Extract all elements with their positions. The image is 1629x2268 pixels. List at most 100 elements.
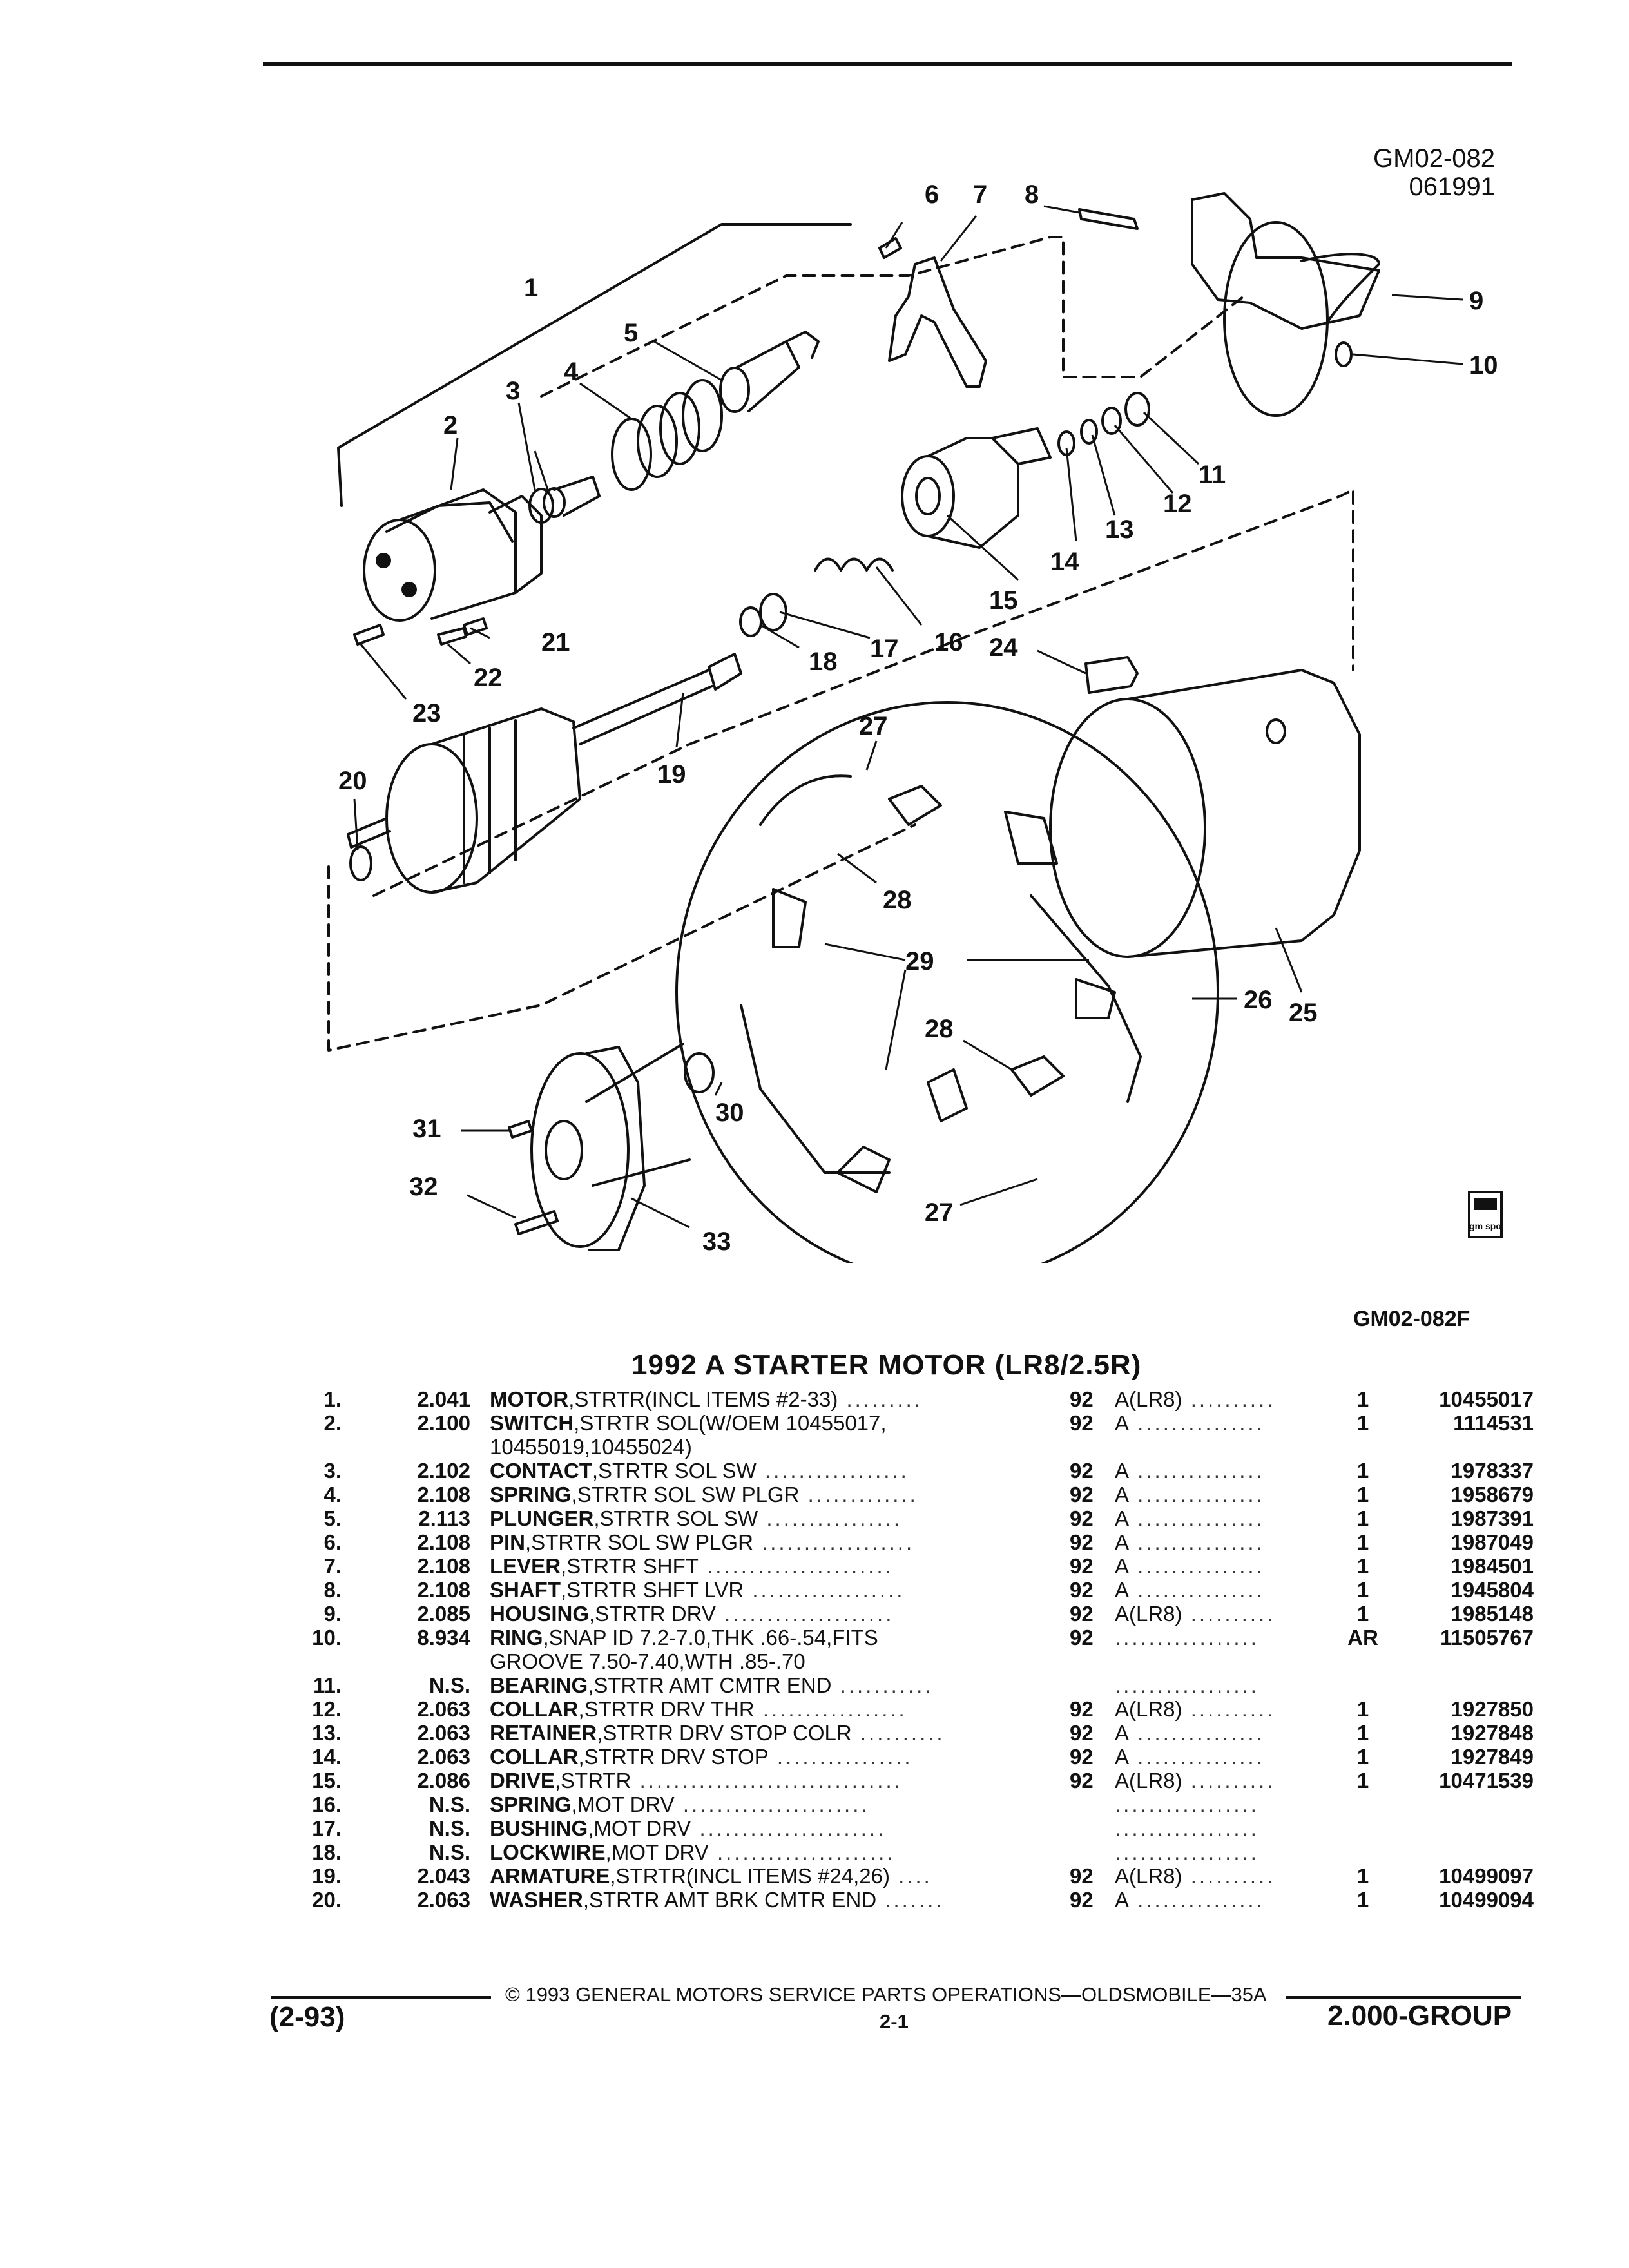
model-year: 92 — [1070, 1554, 1094, 1578]
item-number: 18. — [312, 1840, 342, 1864]
callout-16: 16 — [934, 628, 963, 657]
part-description: CONTACT,STRTR SOL SW ................. — [490, 1459, 1250, 1483]
group-code: 2.000-GROUP — [1327, 2000, 1512, 2032]
field-frame-drawing — [1049, 669, 1361, 958]
leader-dots: ............... — [1129, 1459, 1265, 1483]
model-application: A ............... — [1115, 1483, 1327, 1506]
solenoid-switch-drawing — [363, 488, 543, 622]
leader-dots: ................. — [756, 1459, 909, 1483]
quantity: 1 — [1356, 1697, 1369, 1721]
callout-1: 1 — [524, 274, 538, 302]
model-year: 92 — [1070, 1578, 1094, 1602]
model-application: A(LR8) .......... — [1115, 1387, 1327, 1411]
quantity: 1 — [1356, 1602, 1369, 1626]
group-number: 8.934 — [417, 1626, 470, 1649]
model-code: A — [1115, 1506, 1130, 1530]
model-application: ................. — [1115, 1673, 1327, 1697]
group-number: 2.063 — [417, 1721, 470, 1745]
part-description: SPRING,STRTR SOL SW PLGR ............. — [490, 1483, 1250, 1506]
callout-28b: 28 — [925, 1015, 954, 1043]
model-application: ................. — [1115, 1816, 1327, 1840]
leader-dots: ......... — [838, 1387, 923, 1411]
group-number: 2.113 — [418, 1506, 470, 1530]
bolt-23-drawing — [353, 624, 385, 646]
model-application: A ............... — [1115, 1745, 1327, 1769]
callout-4: 4 — [564, 358, 579, 386]
date-code: (2-93) — [269, 2001, 345, 2033]
item-number: 4. — [323, 1483, 342, 1506]
leader-dots: ........... — [831, 1673, 934, 1697]
model-year: 92 — [1070, 1483, 1094, 1506]
model-year: 92 — [1070, 1387, 1094, 1411]
bearing-drawing — [1124, 392, 1150, 427]
drive-drawing — [901, 427, 1052, 549]
group-number: 2.063 — [417, 1745, 470, 1769]
leader-5 — [653, 340, 722, 381]
leader-dots: ................. — [1115, 1626, 1259, 1649]
drawing-date: 061991 — [1409, 173, 1495, 201]
callout-33: 33 — [702, 1227, 731, 1256]
item-number: 3. — [323, 1459, 342, 1483]
copyright-notice: © 1993 GENERAL MOTORS SERVICE PARTS OPER… — [505, 1983, 1267, 2006]
leader-13 — [1091, 434, 1116, 516]
part-description: COLLAR,STRTR DRV THR ................. — [490, 1697, 1250, 1721]
model-application: A ............... — [1115, 1459, 1327, 1483]
part-desc-detail: ,STRTR — [554, 1769, 631, 1792]
model-code: A — [1115, 1483, 1130, 1506]
group-number: N.S. — [429, 1840, 470, 1864]
part-description: RETAINER,STRTR DRV STOP COLR .......... — [490, 1721, 1250, 1745]
callout-17: 17 — [870, 635, 899, 663]
callout-26: 26 — [1244, 986, 1273, 1014]
lever-drawing — [888, 256, 987, 388]
part-description: ARMATURE,STRTR(INCL ITEMS #24,26) .... — [490, 1864, 1250, 1888]
leader-dots: ............... — [1129, 1530, 1265, 1554]
part-name: LOCKWIRE — [490, 1840, 606, 1864]
model-application: A(LR8) .......... — [1115, 1602, 1327, 1626]
item-number: 6. — [323, 1530, 342, 1554]
leader-14 — [1065, 447, 1077, 542]
part-number: 10471539 — [1439, 1769, 1534, 1792]
part-name: BUSHING — [490, 1816, 588, 1840]
leader-dots: .......... — [1182, 1864, 1276, 1888]
part-desc-detail: ,STRTR(INCL ITEMS #24,26) — [610, 1864, 890, 1888]
part-number: 10499094 — [1439, 1888, 1534, 1912]
part-number: 1927850 — [1451, 1697, 1534, 1721]
group-number: 2.041 — [417, 1387, 470, 1411]
model-application: ................. — [1115, 1792, 1327, 1816]
leader-15 — [946, 514, 1019, 581]
part-description: MOTOR,STRTR(INCL ITEMS #2-33) ......... — [490, 1387, 1250, 1411]
top-rule — [263, 62, 1512, 66]
leader-dots: ....... — [876, 1888, 945, 1912]
quantity: 1 — [1356, 1530, 1369, 1554]
bolt-22-drawing — [437, 627, 467, 646]
model-application: A ............... — [1115, 1888, 1327, 1912]
part-description: PLUNGER,STRTR SOL SW ................ — [490, 1506, 1250, 1530]
leader-dots: .... — [889, 1864, 932, 1888]
leader-dots: .................... — [715, 1602, 894, 1626]
model-application: A ............... — [1115, 1530, 1327, 1554]
callout-19: 19 — [657, 760, 686, 789]
callout-10: 10 — [1469, 351, 1498, 380]
group-number: 2.043 — [417, 1864, 470, 1888]
shaft-drawing — [1078, 208, 1139, 230]
quantity: 1 — [1356, 1721, 1369, 1745]
leader-dots: .................. — [753, 1530, 915, 1554]
part-number: 1987391 — [1451, 1506, 1534, 1530]
item-number: 12. — [312, 1697, 342, 1721]
part-desc-detail: ,STRTR SOL(W/OEM 10455017, — [574, 1411, 887, 1435]
leader-32 — [467, 1194, 516, 1219]
part-name: HOUSING — [490, 1602, 590, 1626]
group-number: 2.063 — [417, 1888, 470, 1912]
part-desc-detail: ,STRTR SOL SW PLGR — [571, 1483, 800, 1506]
leader-18 — [760, 624, 800, 649]
model-code: A — [1115, 1554, 1130, 1578]
part-number: 1984501 — [1451, 1554, 1534, 1578]
part-name: RETAINER — [490, 1721, 597, 1745]
callout-8: 8 — [1025, 180, 1039, 209]
item-number: 20. — [312, 1888, 342, 1912]
callout-24: 24 — [989, 633, 1018, 662]
part-name: DRIVE — [490, 1769, 555, 1792]
